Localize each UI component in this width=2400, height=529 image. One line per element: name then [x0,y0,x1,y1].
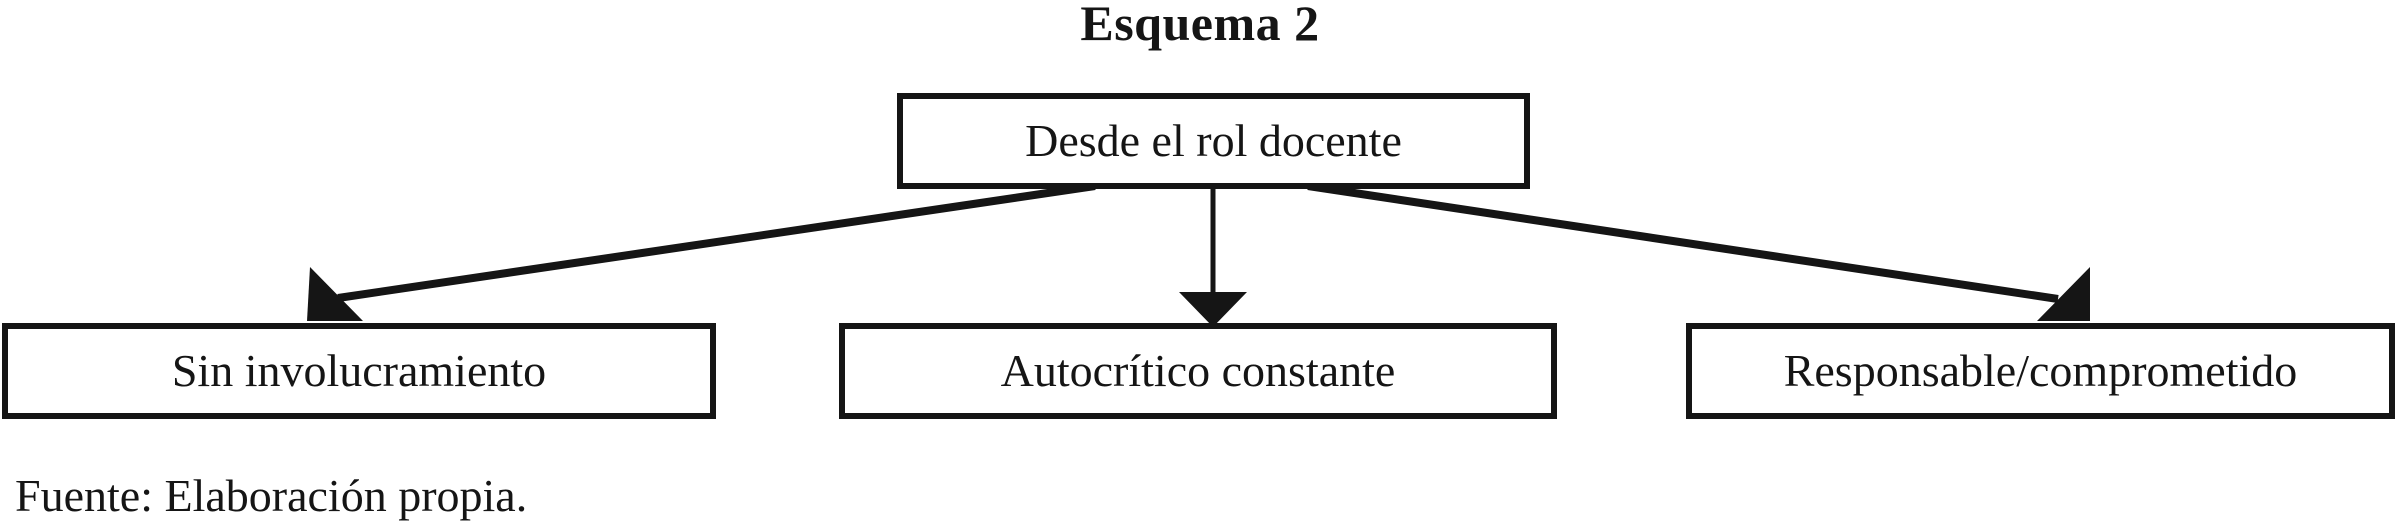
node-autocritico-constante: Autocrítico constante [839,323,1557,419]
source-note: Fuente: Elaboración propia. [15,470,528,521]
arrowhead-left-icon [307,267,363,321]
arrow-line-left [337,182,1096,302]
node-root-label: Desde el rol docente [1025,115,1402,166]
node-sin-involucramiento: Sin involucramiento [2,323,716,419]
arrowhead-middle-icon [1179,292,1247,327]
arrow-line-right [1307,182,2059,303]
node-middle-label: Autocrítico constante [1000,345,1396,396]
node-left-label: Sin involucramiento [171,345,547,396]
figure-title: Esquema 2 [1080,0,1320,51]
node-right-label: Responsable/comprometido [1783,345,2298,396]
node-responsable-comprometido: Responsable/comprometido [1686,323,2395,419]
arrowhead-right-icon [2037,267,2090,321]
node-desde-el-rol-docente: Desde el rol docente [897,93,1530,189]
